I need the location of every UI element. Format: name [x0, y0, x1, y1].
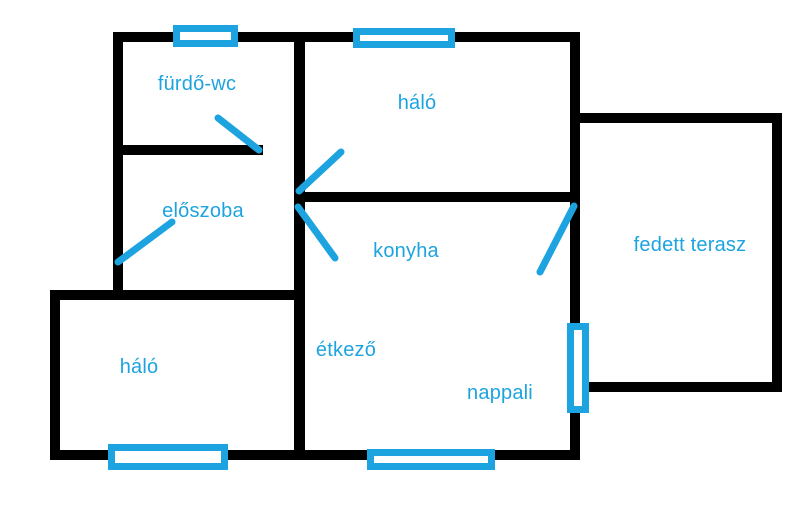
room-label-furdo-wc: fürdő-wc [157, 73, 237, 95]
wall-halo-bottom-left [50, 290, 60, 460]
wall-outer-top [113, 32, 578, 42]
window-etkezo-bottom [367, 449, 495, 470]
window-halo-bottom [108, 444, 228, 470]
room-label-eloszoba: előszoba [162, 200, 244, 222]
wall-terasz-right [772, 113, 782, 392]
room-label-etkezo: étkező [315, 339, 377, 361]
wall-outer-left-upper [113, 32, 123, 300]
room-label-fedett-terasz: fedett terasz [633, 234, 747, 256]
window-halo-top [353, 28, 455, 48]
wall-furdo-bottom [113, 145, 263, 155]
wall-eloszoba-bottom [52, 290, 305, 300]
wall-center-divider [294, 32, 305, 455]
room-label-halo-top: háló [397, 92, 437, 114]
wall-outer-right-upper [570, 32, 580, 325]
wall-outer-right-lower [570, 412, 580, 460]
room-label-konyha: konyha [373, 240, 439, 262]
room-label-nappali: nappali [467, 382, 533, 404]
wall-terasz-bottom [588, 382, 782, 392]
wall-outer-bottom [50, 450, 580, 460]
window-nappali-right [567, 323, 589, 413]
room-label-halo-bottom: háló [119, 356, 159, 378]
window-furdo-top [173, 25, 238, 47]
wall-terasz-top [578, 113, 782, 123]
wall-konyha-top [294, 192, 575, 202]
